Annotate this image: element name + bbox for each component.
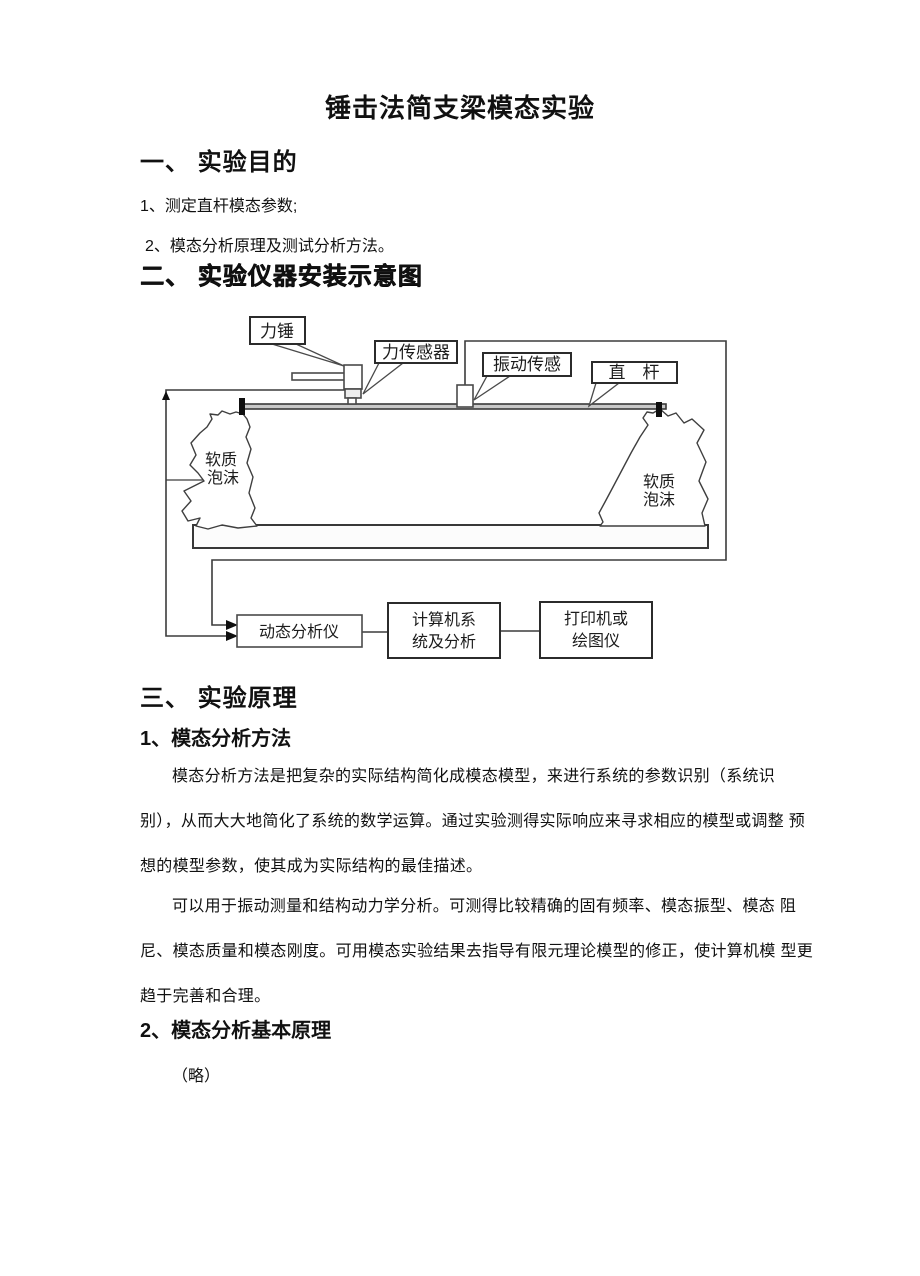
printer-box xyxy=(539,601,653,659)
force-cable-arrow-icon xyxy=(226,631,238,641)
para2-line2: 尼、模态质量和模态刚度。可用模态实验结果去指导有限元理论模型的修正，使计算机模 … xyxy=(140,943,814,960)
left-support-pin xyxy=(239,398,245,415)
base-table xyxy=(192,524,709,549)
foam-right-label-line2: 泡沫 xyxy=(643,491,675,509)
hammer-head xyxy=(343,364,363,390)
printer-label-line1: 打印机或 xyxy=(564,610,628,628)
vibration-sensor-label: 振动传感 xyxy=(493,355,561,374)
omitted-note: （略） xyxy=(172,1068,221,1085)
foam-left-shape xyxy=(181,410,258,530)
apparatus-diagram-svg: 力锤 力传感器 振动传感 直 杆 软质 泡沫 软质 泡沫 动态分析仪 计算机系 … xyxy=(162,316,727,659)
foam-left-label-line1: 软质 xyxy=(205,451,237,469)
para2-line1: 可以用于振动测量和结构动力学分析。可测得比较精确的固有频率、模态振型、模态 阻 xyxy=(172,898,797,915)
force-sensor-label-box xyxy=(374,340,458,364)
foam-right-label-line1: 软质 xyxy=(643,473,675,491)
force-sensor-block xyxy=(344,388,362,399)
printer-label-line2: 绘图仪 xyxy=(572,632,620,650)
subsection-1-heading: 1、模态分析方法 xyxy=(140,728,292,750)
vibration-sensor-block xyxy=(456,384,474,408)
rod-label-box xyxy=(591,361,678,384)
section-1-heading: 一、 实验目的 xyxy=(140,149,298,176)
force-sensor-callout-pointer xyxy=(362,362,405,395)
subsection-2-heading: 2、模态分析基本原理 xyxy=(140,1020,332,1042)
computer-box xyxy=(387,602,501,659)
vibration-callout-pointer xyxy=(473,375,513,401)
vibration-sensor-cable xyxy=(211,340,727,626)
rod-callout-pointer xyxy=(587,382,621,408)
analyzer-label: 动态分析仪 xyxy=(259,623,339,641)
hammer-callout-pointer xyxy=(271,343,345,367)
para1-line2: 别），从而大大地简化了系统的数学运算。通过实验测得实际响应来寻求相应的模型或调整… xyxy=(140,813,806,830)
beam-rod xyxy=(241,403,667,410)
hammer-tip xyxy=(347,397,357,405)
section-2-heading: 二、 实验仪器安装示意图 xyxy=(140,263,423,290)
section-3-heading: 三、 实验原理 xyxy=(140,685,298,712)
analyzer-box xyxy=(236,614,363,648)
foam-right-shape xyxy=(598,408,709,527)
right-support-pin xyxy=(656,402,662,417)
para1-line1: 模态分析方法是把复杂的实际结构简化成模态模型，来进行系统的参数识别（系统识 xyxy=(172,768,776,785)
vibration-cable-arrow-icon xyxy=(226,620,238,630)
foam-left-label-line2: 泡沫 xyxy=(207,469,239,487)
section-1-item-1: 1、测定直杆模态参数; xyxy=(140,198,298,215)
rod-label: 直 杆 xyxy=(609,363,660,382)
apparatus-diagram: 力锤 力传感器 振动传感 直 杆 软质 泡沫 软质 泡沫 动态分析仪 计算机系 … xyxy=(160,315,735,665)
hammer-handle xyxy=(291,372,346,381)
computer-label-line1: 计算机系 xyxy=(412,610,476,629)
section-1-item-2: 2、模态分析原理及测试分析方法。 xyxy=(145,238,394,255)
para1-line3: 想的模型参数，使其成为实际结构的最佳描述。 xyxy=(140,858,483,875)
force-sensor-cable xyxy=(165,389,345,637)
para2-line3: 趋于完善和合理。 xyxy=(140,988,271,1005)
hammer-label-box xyxy=(249,316,306,345)
vibration-sensor-label-box xyxy=(482,352,572,377)
page-title: 锤击法简支梁模态实验 xyxy=(324,93,595,123)
hammer-label: 力锤 xyxy=(260,322,294,341)
computer-label-line2: 统及分析 xyxy=(412,633,476,651)
up-arrow-icon xyxy=(162,391,170,400)
force-sensor-label: 力传感器 xyxy=(382,343,450,362)
